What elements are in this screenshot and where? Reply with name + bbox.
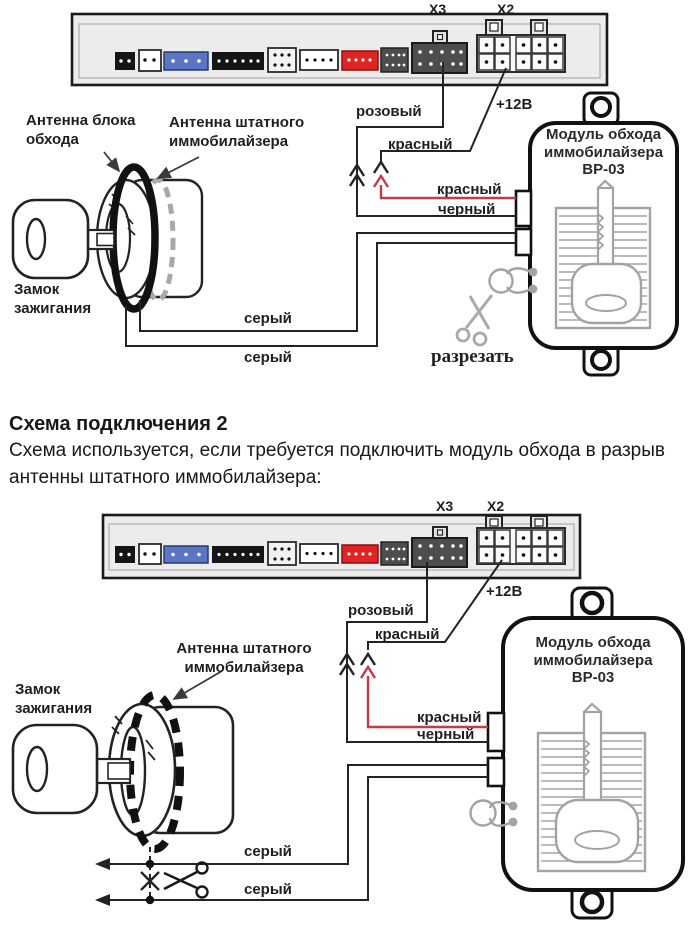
wire-label-pink-2: розовый — [348, 602, 414, 619]
cut-x-mark — [140, 871, 160, 891]
wire-label-red-1: красный — [437, 181, 502, 198]
section-heading: Схема подключения 2 — [9, 413, 228, 435]
wire-red — [372, 173, 516, 200]
bypass-module-2 — [469, 586, 685, 920]
wire-gray-2 — [125, 242, 516, 347]
callout-bypass-antenna: Антенна блока обхода — [26, 112, 136, 148]
x2-label-1: X2 — [497, 1, 515, 17]
callout-factory-antenna-2: Антенна штатного иммобилайзера — [176, 640, 312, 676]
wire-label-black-1: черный — [438, 201, 496, 218]
wire-plus12v-red — [367, 559, 503, 650]
key-in-coil-art — [554, 179, 652, 330]
wire-label-red-splice-1: красный — [388, 136, 453, 153]
connector-black-6pin — [212, 52, 264, 70]
scissors-icon-1 — [455, 294, 494, 347]
section-body-line1: Схема используется, если требуется подкл… — [9, 440, 666, 461]
wire-gray-1 — [139, 232, 516, 332]
alarm-connector-strip-2 — [101, 513, 582, 580]
connector-black-2pin — [115, 52, 135, 70]
wire-pink-black — [346, 562, 488, 743]
splice-dot — [145, 859, 155, 869]
wire-plus12v-red — [380, 67, 507, 162]
splice-chevrons — [338, 651, 377, 676]
wire-label-red-2: красный — [417, 709, 482, 726]
wires-2 — [95, 559, 503, 906]
wires-1 — [125, 62, 516, 347]
wire-gray-1 — [108, 764, 488, 865]
connector-grid-6pin — [267, 541, 297, 566]
wire-pink-black — [356, 62, 516, 217]
connector-x2 — [476, 527, 566, 565]
x3-label-1: X3 — [429, 1, 447, 17]
alarm-connector-strip-1 — [70, 12, 609, 87]
connector-white-2pin — [138, 543, 162, 565]
connector-white-2pin — [138, 49, 162, 72]
callout-arrow — [156, 156, 200, 179]
module-connector-lower — [514, 227, 533, 257]
wire-label-red-splice-2: красный — [375, 626, 440, 643]
key-bow — [11, 198, 90, 280]
x3-label-2: X3 — [436, 498, 454, 514]
diagram-1 — [11, 12, 679, 377]
callout-ignition-lock-2: Замок зажигания — [15, 681, 93, 717]
module-connector-lower — [486, 756, 506, 788]
bypass-module-1 — [488, 91, 679, 377]
module-connector-upper — [514, 189, 533, 228]
connector-blue — [163, 51, 209, 71]
callout-arrow — [103, 151, 121, 173]
connector-grid-6pin — [267, 47, 297, 73]
module-title-2: Модуль обхода иммобилайзера ВР-03 — [533, 634, 653, 686]
callout-factory-antenna-1: Антенна штатного иммобилайзера — [169, 114, 305, 150]
connector-red — [341, 544, 379, 564]
key-bow — [11, 723, 99, 815]
wire-label-12v-1: +12В — [496, 96, 533, 113]
connector-black-2pin — [115, 546, 135, 563]
wire-label-pink-1: розовый — [356, 103, 422, 120]
callout-ignition-lock-1: Замок зажигания — [14, 281, 92, 317]
wire-label-gray2-1: серый — [244, 349, 292, 366]
splice-chevrons — [348, 159, 390, 187]
arrowhead-left — [95, 858, 110, 870]
ignition-lock-2 — [11, 691, 235, 853]
cut-label: разрезать — [431, 346, 514, 367]
section-body-line2: антенны штатного иммобилайзера: — [9, 467, 322, 488]
connector-x3 — [411, 42, 468, 74]
loop-wire-icon — [469, 799, 518, 827]
wire-label-12v-2: +12В — [486, 583, 523, 600]
ignition-lock-1 — [11, 163, 204, 313]
wire-label-black-2: черный — [417, 726, 475, 743]
wire-gray-2 — [108, 776, 488, 901]
arrowhead-left — [95, 894, 110, 906]
splice-dot — [145, 895, 155, 905]
mount-hole-icon — [579, 590, 605, 616]
mount-hole-icon — [590, 96, 612, 118]
wire-label-gray2-2: серый — [244, 881, 292, 898]
module-connector-upper — [486, 711, 506, 753]
connector-x2 — [476, 34, 566, 73]
wire-red — [359, 664, 488, 729]
connector-dark-8pin — [380, 541, 409, 566]
connector-x3 — [411, 537, 468, 568]
loop-wire-icon — [488, 267, 538, 294]
connector-red — [341, 50, 379, 71]
diagram-2 — [11, 513, 685, 920]
mount-hole-icon — [579, 889, 605, 915]
wire-label-gray1-1: серый — [244, 310, 292, 327]
x2-label-2: X2 — [487, 498, 505, 514]
mount-hole-icon — [590, 349, 612, 371]
connector-white-4pin — [299, 49, 339, 71]
callout-arrow — [172, 670, 223, 700]
connector-black-6pin — [212, 546, 264, 563]
key-in-coil-art — [536, 702, 647, 873]
module-title-1: Модуль обхода иммобилайзера ВР-03 — [543, 126, 664, 178]
connector-white-4pin — [299, 543, 339, 564]
connector-dark-8pin — [380, 47, 409, 73]
connector-blue — [163, 545, 209, 564]
scissors-icon-2 — [163, 861, 209, 899]
wire-label-gray1-2: серый — [244, 843, 292, 860]
